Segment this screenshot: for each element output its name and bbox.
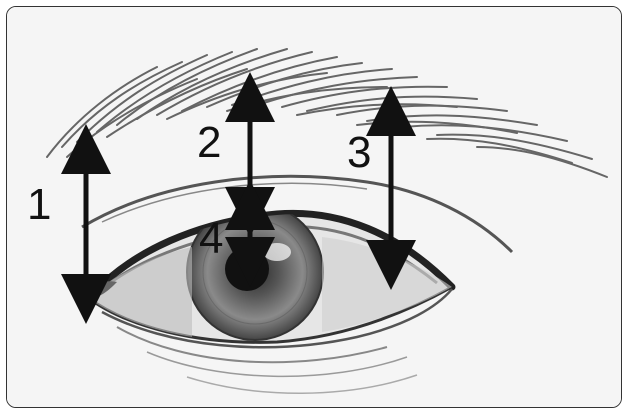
label-1: 1: [27, 183, 51, 227]
label-3: 3: [347, 131, 371, 175]
eye-sketch: [7, 7, 621, 407]
pupil: [225, 247, 269, 291]
label-4: 4: [199, 217, 223, 261]
figure-frame: 1 2 3 4: [6, 6, 622, 408]
label-2: 2: [197, 121, 221, 165]
